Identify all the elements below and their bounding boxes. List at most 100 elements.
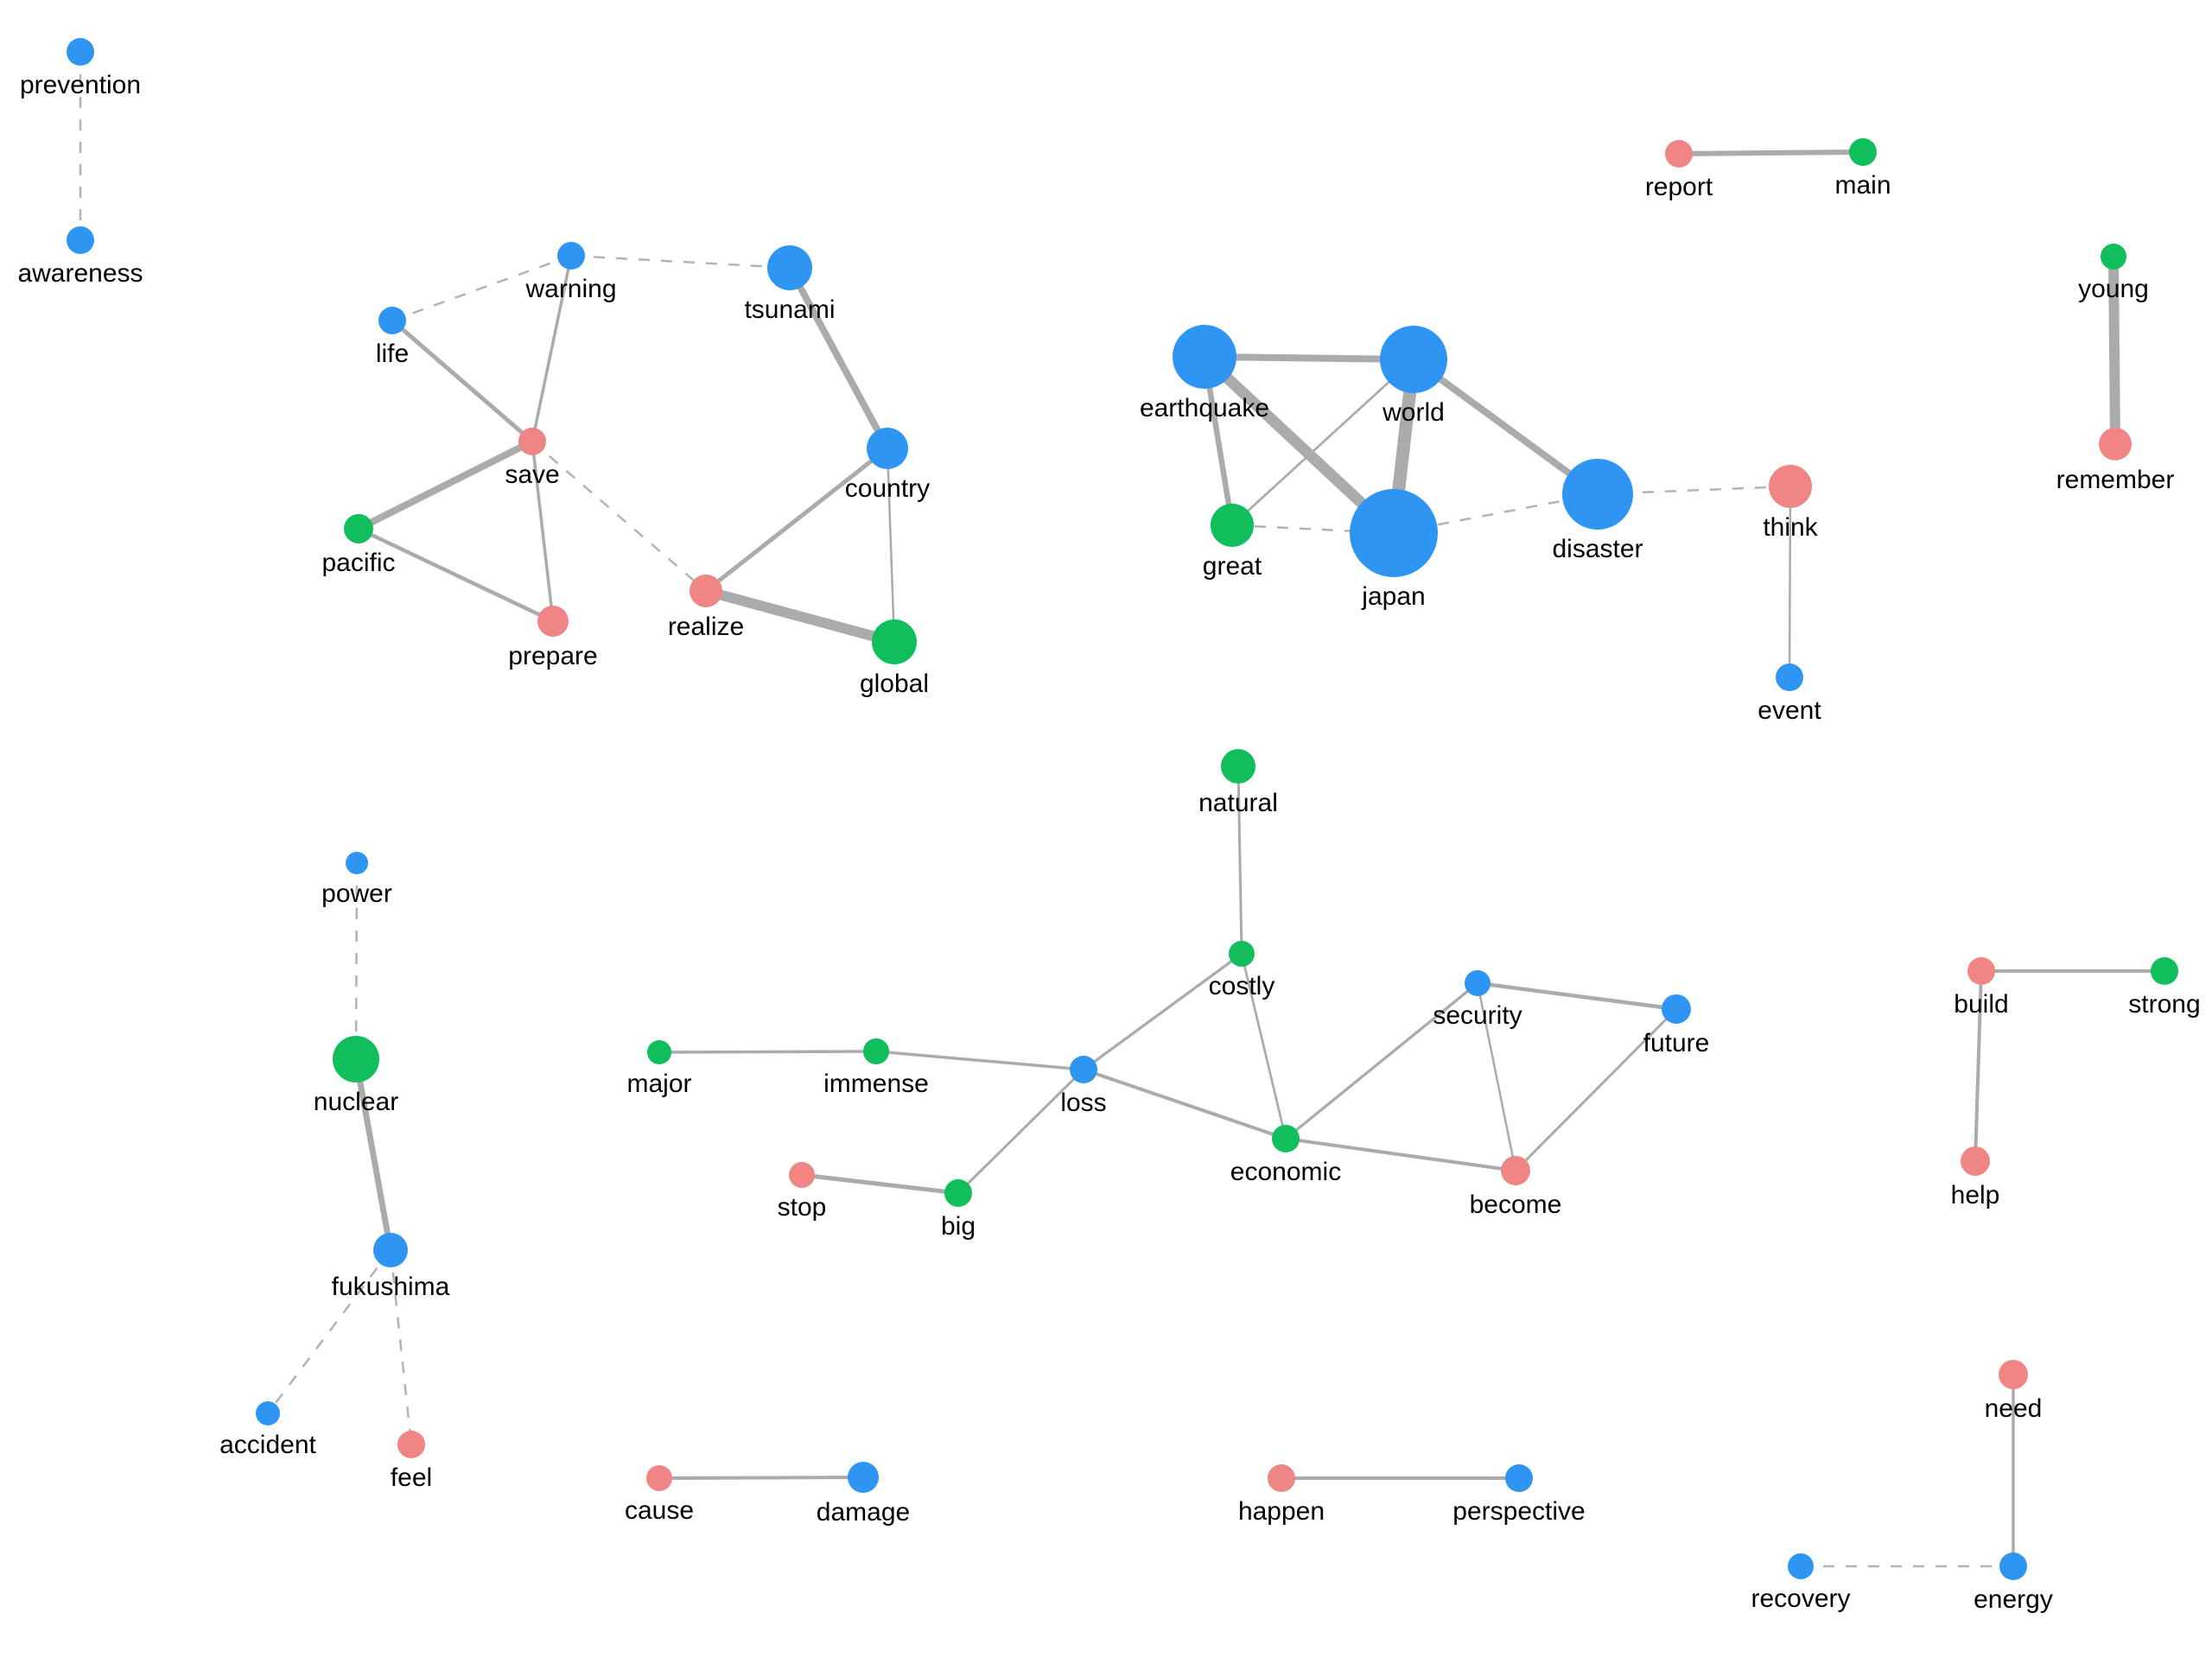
node-cause[interactable] — [646, 1465, 672, 1491]
node-tsunami[interactable] — [767, 245, 812, 290]
node-natural[interactable] — [1221, 749, 1255, 784]
node-power[interactable] — [346, 852, 368, 874]
edge-loss-economic — [1082, 1068, 1287, 1140]
edge-country-global — [886, 447, 896, 644]
label-build: build — [1954, 990, 2008, 1019]
node-major[interactable] — [647, 1040, 671, 1064]
node-realize[interactable] — [690, 575, 722, 607]
label-help: help — [1951, 1181, 2000, 1209]
label-economic: economic — [1230, 1158, 1341, 1186]
label-need: need — [1985, 1394, 2043, 1423]
label-perspective: perspective — [1452, 1497, 1585, 1526]
edge-build-help — [1974, 969, 1983, 1163]
node-security[interactable] — [1465, 970, 1491, 996]
node-young[interactable] — [2101, 244, 2126, 270]
node-costly[interactable] — [1229, 941, 1255, 967]
label-disaster: disaster — [1552, 535, 1643, 563]
edge-fukushima-feel — [389, 1249, 413, 1445]
node-awareness[interactable] — [67, 226, 94, 254]
node-future[interactable] — [1662, 994, 1691, 1024]
edge-cause-damage — [658, 1476, 865, 1480]
node-save[interactable] — [518, 428, 546, 455]
label-security: security — [1433, 1001, 1522, 1030]
label-strong: strong — [2128, 990, 2200, 1019]
edge-pacific-prepare — [356, 526, 556, 624]
node-world[interactable] — [1380, 326, 1447, 393]
edge-tsunami-country — [786, 264, 891, 452]
node-think[interactable] — [1769, 465, 1812, 508]
node-event[interactable] — [1776, 663, 1803, 691]
node-fukushima[interactable] — [373, 1233, 408, 1267]
node-feel[interactable] — [397, 1431, 425, 1458]
node-warning[interactable] — [557, 242, 585, 270]
node-perspective[interactable] — [1505, 1464, 1533, 1492]
label-recovery: recovery — [1751, 1584, 1850, 1613]
node-happen[interactable] — [1268, 1464, 1295, 1492]
edge-stop-big — [799, 1172, 961, 1196]
edge-economic-security — [1284, 981, 1479, 1140]
node-nuclear[interactable] — [333, 1036, 379, 1082]
node-immense[interactable] — [863, 1038, 889, 1064]
label-report: report — [1645, 173, 1713, 201]
node-accident[interactable] — [256, 1401, 280, 1425]
label-earthquake: earthquake — [1140, 394, 1269, 422]
node-big[interactable] — [944, 1179, 972, 1207]
edge-realize-global — [701, 586, 899, 647]
label-tsunami: tsunami — [744, 295, 835, 324]
node-loss[interactable] — [1070, 1056, 1097, 1083]
node-japan[interactable] — [1350, 489, 1438, 577]
edge-loss-big — [957, 1068, 1085, 1195]
node-global[interactable] — [872, 619, 917, 664]
edge-natural-costly — [1236, 765, 1243, 955]
label-main: main — [1834, 171, 1891, 200]
node-need[interactable] — [1999, 1360, 2028, 1389]
node-life[interactable] — [378, 307, 406, 334]
label-great: great — [1203, 552, 1262, 581]
node-remember[interactable] — [2099, 428, 2132, 460]
label-realize: realize — [668, 613, 744, 641]
label-immense: immense — [823, 1070, 929, 1098]
edge-warning-save — [531, 254, 573, 443]
label-future: future — [1643, 1029, 1710, 1057]
node-prepare[interactable] — [537, 606, 569, 637]
label-power: power — [321, 879, 392, 908]
label-big: big — [941, 1212, 976, 1241]
label-awareness: awareness — [17, 259, 143, 288]
edge-power-nuclear — [354, 862, 359, 1060]
node-energy[interactable] — [1999, 1552, 2027, 1580]
edge-report-main — [1676, 149, 1866, 156]
node-country[interactable] — [867, 428, 908, 469]
label-think: think — [1763, 513, 1818, 542]
node-economic[interactable] — [1272, 1125, 1300, 1152]
edges-layer — [79, 52, 2166, 1568]
label-remember: remember — [2056, 466, 2175, 494]
label-stop: stop — [778, 1193, 827, 1222]
node-build[interactable] — [1967, 957, 1995, 985]
label-nuclear: nuclear — [314, 1088, 398, 1116]
node-prevention[interactable] — [67, 38, 94, 66]
edge-life-save — [390, 318, 535, 444]
node-become[interactable] — [1501, 1156, 1530, 1185]
edge-warning-life — [391, 254, 572, 322]
label-feel: feel — [391, 1463, 432, 1492]
node-help[interactable] — [1961, 1146, 1990, 1176]
node-strong[interactable] — [2151, 957, 2178, 985]
node-recovery[interactable] — [1788, 1553, 1814, 1579]
node-main[interactable] — [1849, 138, 1877, 166]
node-great[interactable] — [1211, 504, 1254, 547]
node-pacific[interactable] — [344, 514, 373, 543]
edge-major-immense — [658, 1050, 878, 1054]
node-earthquake[interactable] — [1173, 325, 1236, 389]
label-country: country — [845, 474, 930, 503]
label-fukushima: fukushima — [332, 1273, 450, 1301]
edge-think-event — [1788, 485, 1792, 679]
label-japan: japan — [1361, 582, 1425, 611]
node-disaster[interactable] — [1562, 459, 1633, 530]
edge-warning-tsunami — [570, 254, 791, 270]
label-happen: happen — [1238, 1497, 1325, 1526]
node-stop[interactable] — [789, 1162, 815, 1188]
nodes-layer — [67, 38, 2178, 1580]
node-damage[interactable] — [848, 1462, 879, 1493]
node-report[interactable] — [1665, 140, 1693, 168]
